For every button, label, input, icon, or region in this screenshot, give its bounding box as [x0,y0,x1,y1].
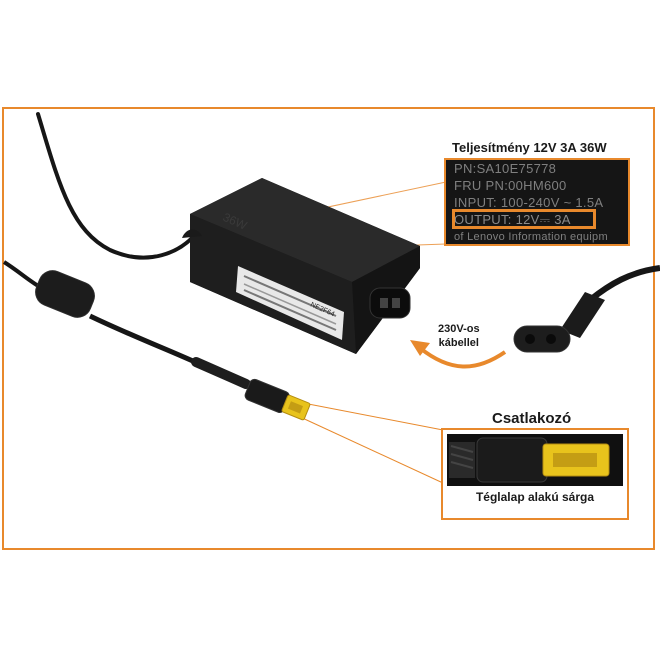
connector-line-bottom [297,415,444,484]
connector-caption: Téglalap alakú sárga [475,490,595,504]
image-frame [2,107,655,550]
output-highlight-box [452,209,596,229]
tip-connector [244,378,311,421]
connector-title: Csatlakozó [492,410,572,427]
label-output: OUTPUT: 12V⎓ 3A [454,212,571,227]
power-adapter [182,178,420,354]
connector-closeup-photo [447,434,623,486]
ac-plug-c7 [513,292,605,353]
ac-cable [588,265,660,303]
cable-arrow-head [410,340,430,356]
label-fru-pn: FRU PN:00HM600 [454,178,567,193]
label-footer: of Lenovo Information equipm [454,231,608,243]
adapter-label-closeup: PN:SA10E75778 FRU PN:00HM600 INPUT: 100-… [444,158,630,246]
cable-note-line-1: 230V-os [438,323,480,335]
cable-note-line-2: kábellel [438,337,479,349]
power-rating-title: Teljesítmény 12V 3A 36W [452,140,607,155]
connector-closeup-drawing [447,434,623,486]
connector-closeup-panel: Téglalap alakú sárga [441,428,629,520]
cable-arrow [418,346,507,369]
connector-line-top [297,401,444,431]
ferrite-core [35,270,95,318]
strain-relief [191,357,251,389]
dc-cable-top [36,112,194,260]
ac-socket [369,287,411,319]
label-input: INPUT: 100-240V ~ 1.5A [454,195,604,210]
label-pn: PN:SA10E75778 [454,161,557,176]
cable-note: 230V-os kábellel [438,322,480,350]
